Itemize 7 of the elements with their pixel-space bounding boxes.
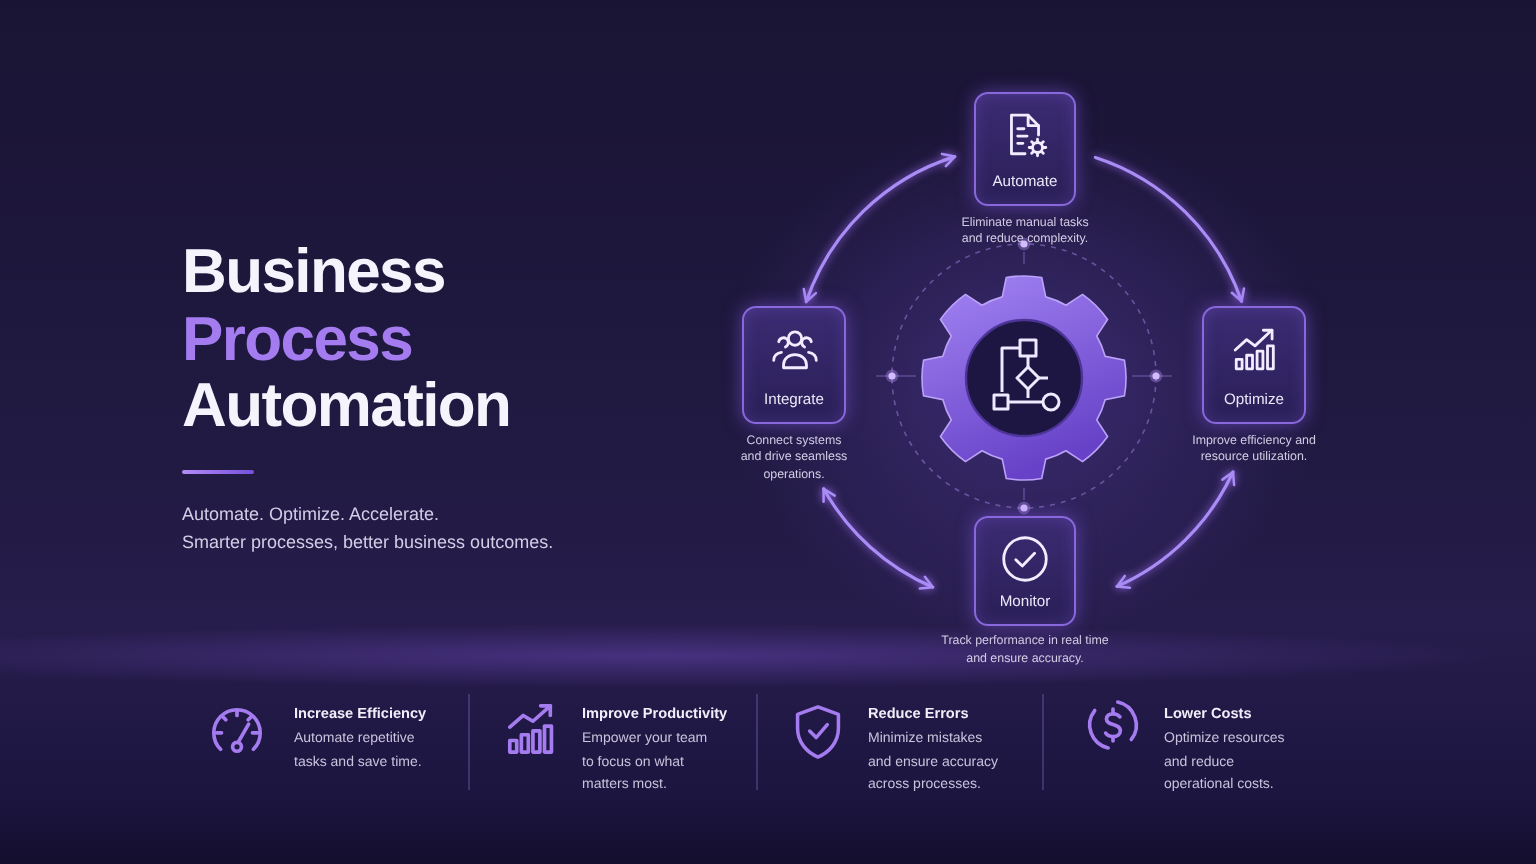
curved-arrow — [1115, 470, 1235, 589]
subtitle-text: Smarter processes, better business outcomes. — [182, 530, 554, 554]
curved-arrow — [822, 487, 935, 590]
subtitle-text: Automate. Optimize. Accelerate. — [182, 502, 440, 526]
curved-arrow — [803, 153, 957, 304]
page-title: Business Process Automation — [182, 238, 511, 439]
curved-arrow — [1093, 155, 1245, 303]
